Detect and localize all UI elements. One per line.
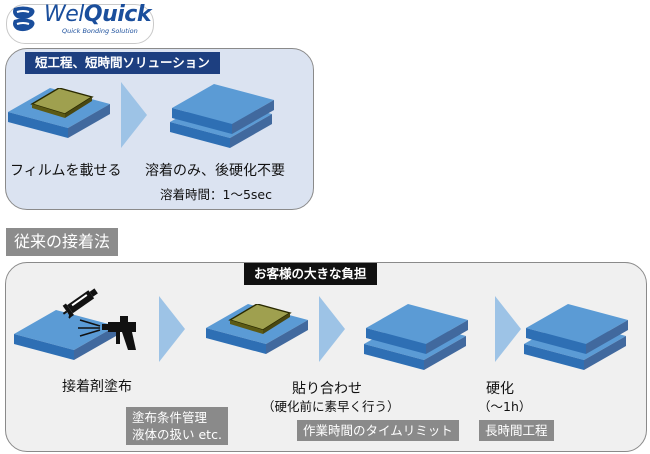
process-arrow-icon: [319, 296, 345, 362]
spray-gun-icon: [102, 316, 136, 350]
cure-time-subcaption: （～1h）: [478, 399, 532, 414]
step-cure-caption: 硬化: [486, 381, 514, 397]
welquick-logo-mark-icon: [13, 6, 35, 32]
time-limit-note: 作業時間のタイムリミット: [297, 420, 459, 441]
dispenser-syringe-icon: [62, 288, 98, 319]
plate-with-film-illustration: [8, 88, 110, 138]
application-burden-line1: 塗布条件管理: [132, 410, 208, 425]
application-burden-line2: 液体の扱い etc.: [132, 427, 222, 442]
bonded-plates-illustration: [170, 84, 274, 148]
long-process-note: 長時間工程: [479, 420, 554, 441]
step-weld-caption: 溶着のみ、後硬化不要: [145, 163, 285, 179]
step-apply-adhesive-caption: 接着剤塗布: [62, 379, 132, 395]
customer-burden-label: お客様の大きな負担: [244, 263, 377, 285]
logo-suffix: Quick: [83, 2, 152, 27]
process-arrow-icon: [121, 82, 147, 148]
spray-lines-icon: [78, 319, 101, 337]
step-place-film-caption: フィルムを載せる: [10, 163, 122, 179]
lamination-subcaption: （硬化前に素早く行う）: [262, 399, 400, 414]
process-arrow-icon: [495, 296, 521, 362]
legacy-method-heading: 従来の接着法: [6, 228, 119, 256]
bonded-stack-illustration: [364, 304, 468, 370]
logo-prefix: Wel: [44, 2, 84, 27]
application-burden-note: 塗布条件管理 液体の扱い etc.: [126, 407, 228, 445]
quick-solution-label: 短工程、短時間ソリューション: [25, 52, 220, 74]
weld-time-text: 溶着時間：1～5sec: [160, 187, 272, 202]
step-lamination-caption: 貼り合わせ: [292, 381, 362, 397]
lamination-illustration: [206, 304, 308, 354]
process-arrow-icon: [159, 296, 185, 362]
logo-wordmark: WelQuick: [44, 2, 151, 27]
logo-tagline: Quick Bonding Solution: [62, 27, 138, 35]
cured-stack-illustration: [524, 304, 628, 370]
